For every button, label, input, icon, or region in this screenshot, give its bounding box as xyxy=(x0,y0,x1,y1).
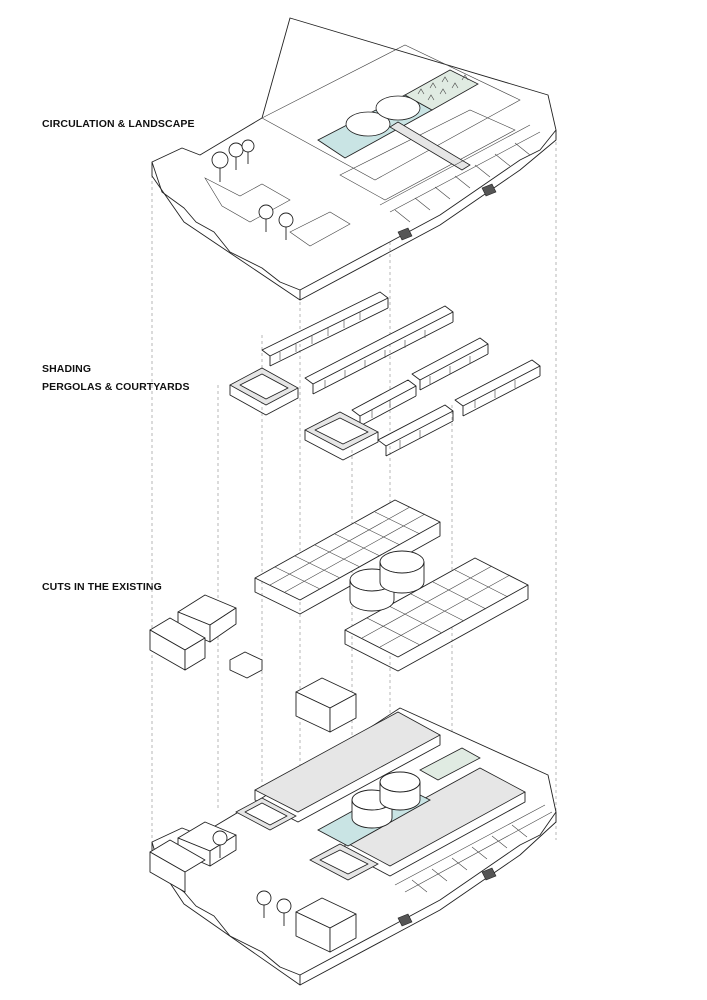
cistern-top-outline xyxy=(375,95,421,121)
tree-icon xyxy=(212,830,292,926)
layer-shading-pergolas xyxy=(229,291,541,461)
layer-label-circulation-landscape: CIRCULATION & LANDSCAPE xyxy=(42,118,195,130)
layer-label-shading: SHADING xyxy=(42,363,92,375)
pergola-strip xyxy=(261,291,389,367)
pergola-strip xyxy=(454,359,541,417)
house xyxy=(149,617,206,671)
layer-label-pergolas-courtyards: PERGOLAS & COURTYARDS xyxy=(42,381,190,393)
planted-garden xyxy=(404,69,479,111)
pergola-strip xyxy=(411,337,489,391)
pergola-strip xyxy=(351,379,417,427)
grid-block xyxy=(254,499,441,615)
layer-label-cuts-existing: CUTS IN THE EXISTING xyxy=(42,581,162,593)
layer-circulation-landscape xyxy=(151,17,557,301)
house xyxy=(295,897,357,953)
roof-block xyxy=(254,711,441,823)
cistern xyxy=(379,771,421,811)
pergola-strip xyxy=(304,305,454,395)
courtyard-frame xyxy=(304,411,379,461)
house xyxy=(177,594,237,643)
house xyxy=(149,839,206,893)
house xyxy=(295,677,357,733)
layer-composite xyxy=(149,707,557,986)
tree-icon xyxy=(211,139,294,240)
cistern xyxy=(379,550,425,594)
cistern-top-outline xyxy=(345,111,391,137)
house xyxy=(229,651,263,679)
pergola-strip xyxy=(377,404,454,457)
courtyard-frame xyxy=(229,367,299,416)
grid-block xyxy=(344,557,529,672)
layer-cuts-existing xyxy=(149,499,529,733)
